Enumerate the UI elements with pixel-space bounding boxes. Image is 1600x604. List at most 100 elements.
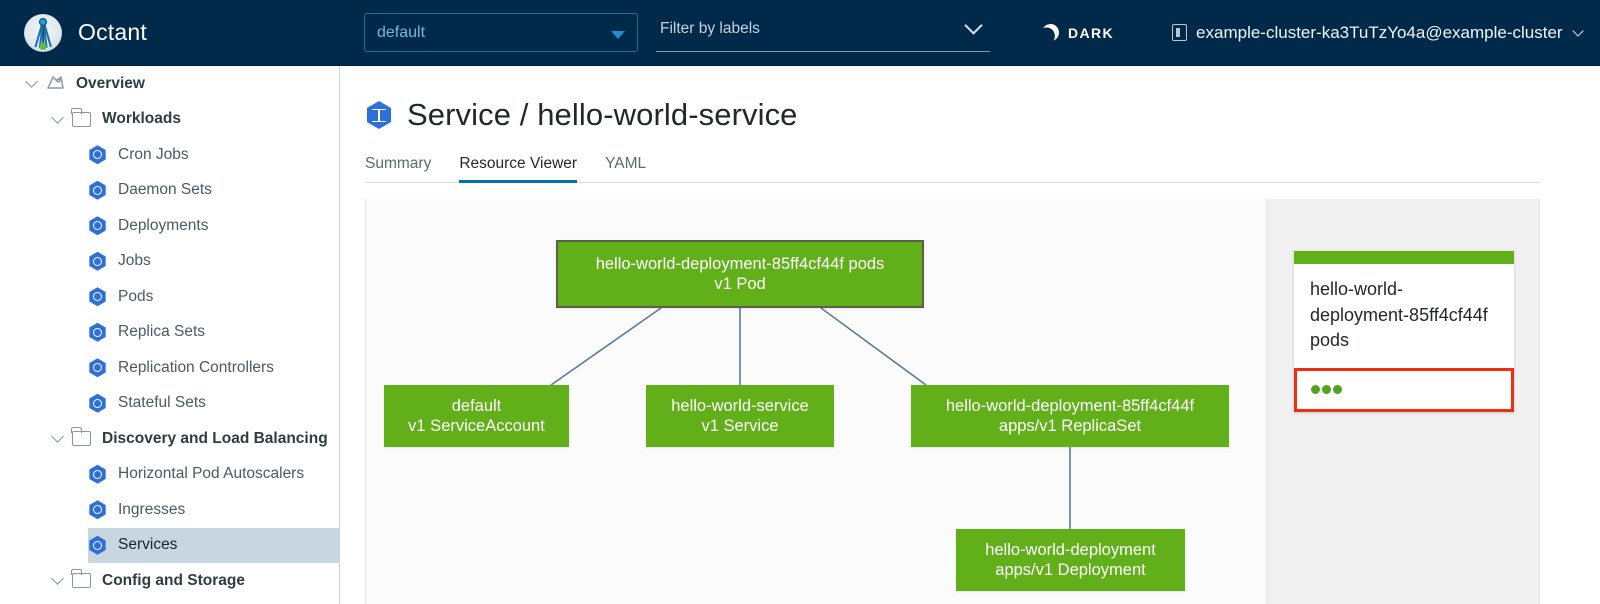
sidebar-item-daemon-sets[interactable]: Daemon Sets [0, 173, 339, 209]
sidebar-item-ingresses[interactable]: Ingresses [0, 492, 339, 528]
graph-node-kind: v1 Pod [714, 275, 766, 293]
service-icon [366, 101, 392, 129]
expand-toggle[interactable] [42, 110, 72, 124]
graph-node-replicaset[interactable]: hello-world-deployment-85ff4cf44f apps/v1… [911, 385, 1229, 447]
cluster-context-selector[interactable]: example-cluster-ka3TuTzYo4a@example-clus… [1172, 22, 1584, 43]
sidebar-item-label: Cron Jobs [118, 145, 189, 163]
sidebar-item-label: Discovery and Load Balancing [102, 429, 328, 447]
sidebar-item-replication-controllers[interactable]: Replication Controllers [0, 350, 339, 386]
graph-node-kind: apps/v1 Deployment [995, 561, 1146, 579]
sidebar-item-replica-sets[interactable]: Replica Sets [0, 315, 339, 351]
graph-edge-pod-to-sa [550, 307, 662, 386]
pod-status-dot[interactable] [1322, 385, 1331, 395]
sidebar-item-stateful-sets[interactable]: Stateful Sets [0, 386, 339, 422]
sidebar-item-label: Stateful Sets [118, 394, 206, 412]
replicationcontroller-icon [89, 358, 106, 378]
chevron-down-icon [24, 75, 38, 89]
theme-toggle-label: DARK [1068, 24, 1115, 41]
sidebar-item-config-and-storage[interactable]: Config and Storage [0, 563, 339, 599]
folder-icon [71, 569, 91, 589]
sidebar-item-jobs[interactable]: Jobs [0, 244, 339, 280]
overview-icon [46, 75, 65, 92]
graph-node-pod[interactable]: hello-world-deployment-85ff4cf44f pods v1… [556, 240, 924, 308]
graph-node-name: default [451, 396, 502, 415]
sidebar-item-label: Services [118, 536, 178, 554]
graph-node-name: hello-world-service [671, 396, 809, 415]
chevron-down-icon [50, 430, 64, 444]
sidebar-item-label: Replica Sets [118, 323, 206, 341]
resource-viewer: hello-world-deployment-85ff4cf44f pods v1… [365, 199, 1540, 604]
tab-resource-viewer[interactable]: Resource Viewer [445, 155, 591, 183]
sidebar-item-overview[interactable]: Overview [0, 66, 339, 102]
sidebar-item-label: Config and Storage [102, 571, 245, 589]
job-icon [89, 251, 106, 271]
replicaset-icon [89, 322, 106, 342]
graph-node-kind: apps/v1 ReplicaSet [998, 417, 1142, 435]
chevron-down-icon [50, 572, 64, 586]
graph-node-name: hello-world-deployment-85ff4cf44f [945, 396, 1195, 415]
octant-logo-icon [24, 13, 62, 52]
graph-edges [550, 307, 1071, 529]
sidebar-item-deployments[interactable]: Deployments [0, 208, 339, 244]
sidebar-item-label: Ingresses [118, 500, 186, 518]
expand-toggle[interactable] [42, 430, 72, 444]
sidebar-item-discovery-and-load-balancing[interactable]: Discovery and Load Balancing [0, 421, 339, 457]
expand-toggle[interactable] [16, 75, 46, 89]
sidebar-item-label: Horizontal Pod Autoscalers [118, 465, 305, 483]
page-title-text: Service / hello-world-service [407, 97, 798, 132]
deployment-icon [89, 216, 106, 236]
sidebar-item-label: Daemon Sets [118, 181, 212, 199]
graph-node-sa[interactable]: default v1 ServiceAccount [384, 385, 569, 447]
chevron-down-icon [964, 16, 983, 35]
brand[interactable]: Octant [0, 13, 342, 52]
pod-status-dot[interactable] [1333, 385, 1342, 395]
label-filter-placeholder: Filter by labels [660, 20, 760, 37]
pod-status-dot[interactable] [1311, 385, 1320, 395]
cluster-box-icon [1172, 24, 1188, 41]
sidebar-item-label: Overview [76, 74, 145, 92]
sidebar-item-services[interactable]: Services [88, 527, 339, 563]
folder-icon [71, 107, 91, 127]
brand-name: Octant [78, 19, 147, 45]
sidebar-item-horizontal-pod-autoscalers[interactable]: Horizontal Pod Autoscalers [0, 457, 339, 493]
sidebar-item-cron-jobs[interactable]: Cron Jobs [0, 137, 339, 173]
detail-card-header-bar [1294, 251, 1514, 264]
cronjob-icon [89, 145, 106, 165]
chevron-down-icon [50, 110, 64, 124]
sidebar-item-label: Workloads [102, 110, 181, 128]
statefulset-icon [89, 393, 106, 413]
folder-icon [71, 427, 91, 447]
tab-yaml[interactable]: YAML [591, 155, 660, 182]
graph-canvas[interactable]: hello-world-deployment-85ff4cf44f pods v1… [366, 199, 1539, 604]
sidebar-item-label: Jobs [118, 252, 151, 270]
label-filter-input[interactable]: Filter by labels [656, 13, 990, 52]
caret-down-icon [611, 30, 625, 39]
graph-node-name: hello-world-deployment-85ff4cf44f pods [595, 254, 885, 273]
cluster-context-label: example-cluster-ka3TuTzYo4a@example-clus… [1196, 22, 1563, 42]
sidebar-item-label: Deployments [118, 216, 209, 234]
sidebar-item-label: Pods [118, 287, 154, 305]
chevron-down-icon [1571, 24, 1584, 37]
detail-card-title: hello-world-deployment-85ff4cf44f pods [1310, 279, 1488, 351]
detail-pane: hello-world-deployment-85ff4cf44f pods [1266, 199, 1539, 604]
theme-toggle-button[interactable]: DARK [1042, 24, 1114, 41]
expand-toggle[interactable] [42, 572, 72, 586]
sidebar-item-pods[interactable]: Pods [0, 279, 339, 315]
detail-card-status-row[interactable] [1294, 367, 1514, 412]
sidebar-item-workloads[interactable]: Workloads [0, 102, 339, 138]
tab-summary[interactable]: Summary [365, 155, 445, 182]
namespace-selector[interactable]: default [364, 13, 638, 52]
namespace-selector-value: default [377, 23, 426, 41]
sidebar-item-label: Replication Controllers [118, 358, 274, 376]
graph-node-kind: v1 ServiceAccount [408, 417, 545, 435]
detail-card[interactable]: hello-world-deployment-85ff4cf44f pods [1294, 251, 1514, 412]
tab-label: YAML [605, 155, 647, 172]
page-title: Service / hello-world-service [341, 66, 1600, 133]
daemonset-icon [89, 180, 106, 200]
